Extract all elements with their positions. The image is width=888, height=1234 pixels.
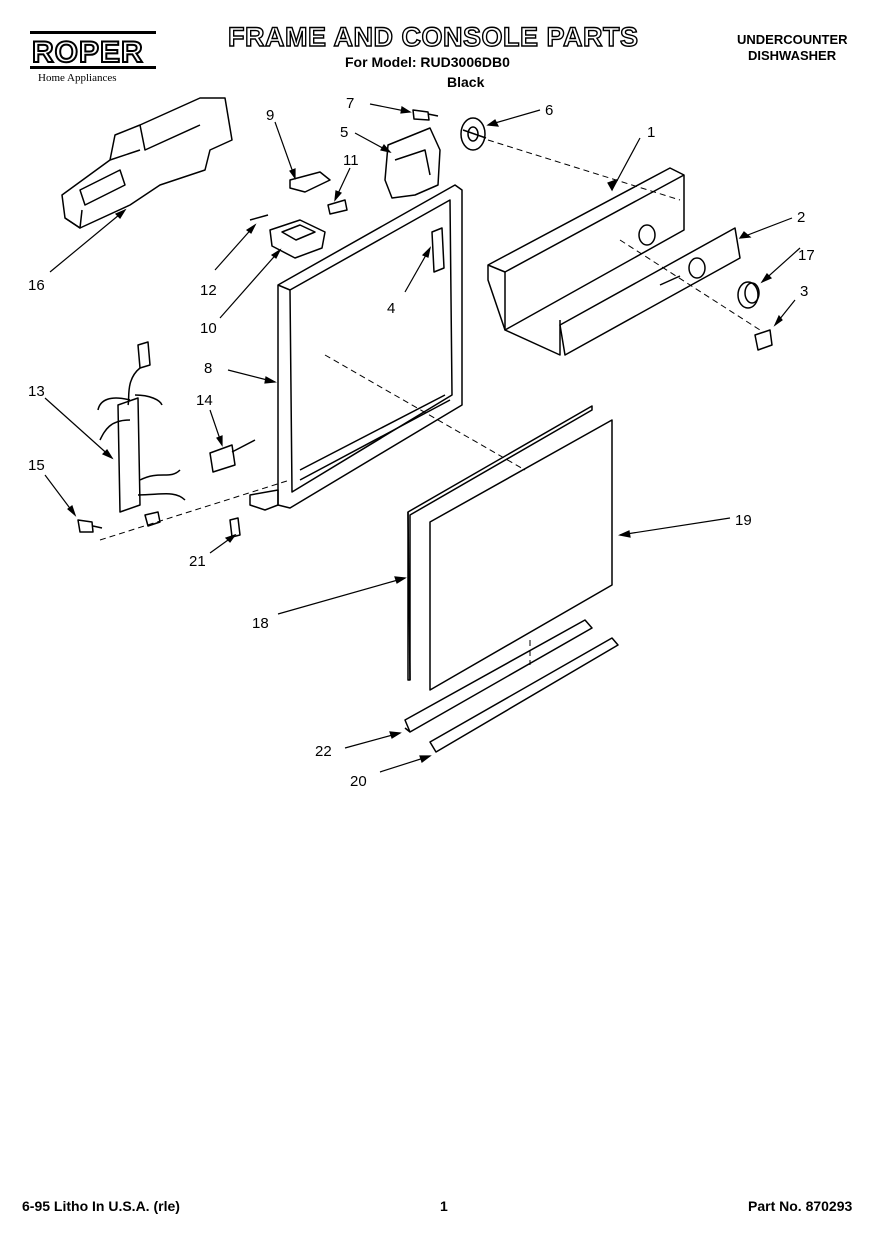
callout-3: 3: [800, 283, 808, 300]
part-14-drawing: [209, 439, 256, 473]
part-2-drawing: [559, 227, 741, 356]
callout-5: 5: [340, 124, 348, 141]
part-8-drawing: [249, 184, 463, 511]
callout-12: 12: [200, 282, 217, 299]
part-13-drawing: [97, 341, 186, 527]
part-17-drawing: [737, 281, 760, 309]
brand-logo-frame: [30, 31, 156, 69]
part-15-drawing: [77, 519, 103, 533]
brand-tagline: Home Appliances: [38, 72, 117, 84]
part-9-drawing: [289, 171, 331, 193]
brand-logo: ROPER: [31, 35, 144, 70]
part-1-drawing: [487, 167, 685, 356]
part-7-drawing: [412, 109, 439, 121]
callout-10: 10: [200, 320, 217, 337]
callout-2: 2: [797, 209, 805, 226]
part-4-drawing: [431, 227, 445, 273]
callout-9: 9: [266, 107, 274, 124]
callout-20: 20: [350, 773, 367, 790]
callout-11: 11: [343, 152, 359, 169]
part-3-drawing: [754, 329, 773, 351]
callout-16: 16: [28, 277, 45, 294]
callout-19: 19: [735, 512, 752, 529]
product-type-line2: DISHWASHER: [748, 48, 837, 63]
callout-15: 15: [28, 457, 45, 474]
part-number: Part No. 870293: [748, 1198, 853, 1214]
callout-18: 18: [252, 615, 269, 632]
part-19-drawing: [429, 419, 613, 691]
callout-21: 21: [189, 553, 206, 570]
page-number: 1: [440, 1198, 448, 1214]
page-title: FRAME AND CONSOLE PARTS: [227, 21, 639, 52]
part-20-drawing: [429, 637, 619, 753]
part-21-drawing: [229, 517, 241, 538]
print-info: 6-95 Litho In U.S.A. (rle): [22, 1198, 180, 1214]
part-22-drawing: [404, 619, 593, 733]
callout-7: 7: [346, 95, 354, 112]
part-12-drawing: [249, 214, 269, 221]
callout-8: 8: [204, 360, 212, 377]
product-type-line1: UNDERCOUNTER: [737, 32, 848, 47]
callout-22: 22: [315, 743, 332, 760]
callout-17: 17: [798, 247, 815, 264]
part-6-drawing: [460, 117, 487, 151]
callout-14: 14: [196, 392, 213, 409]
callout-1: 1: [647, 124, 655, 141]
part-5-drawing: [384, 127, 441, 199]
part-18-drawing: [407, 405, 593, 681]
callout-6: 6: [545, 102, 553, 119]
part-16-drawing: [61, 97, 233, 229]
model-line: For Model: RUD3006DB0: [345, 54, 510, 70]
part-11-drawing: [327, 199, 348, 215]
color-line: Black: [447, 74, 485, 90]
callout-4: 4: [387, 300, 395, 317]
callout-13: 13: [28, 383, 45, 400]
part-10-drawing: [269, 219, 326, 259]
